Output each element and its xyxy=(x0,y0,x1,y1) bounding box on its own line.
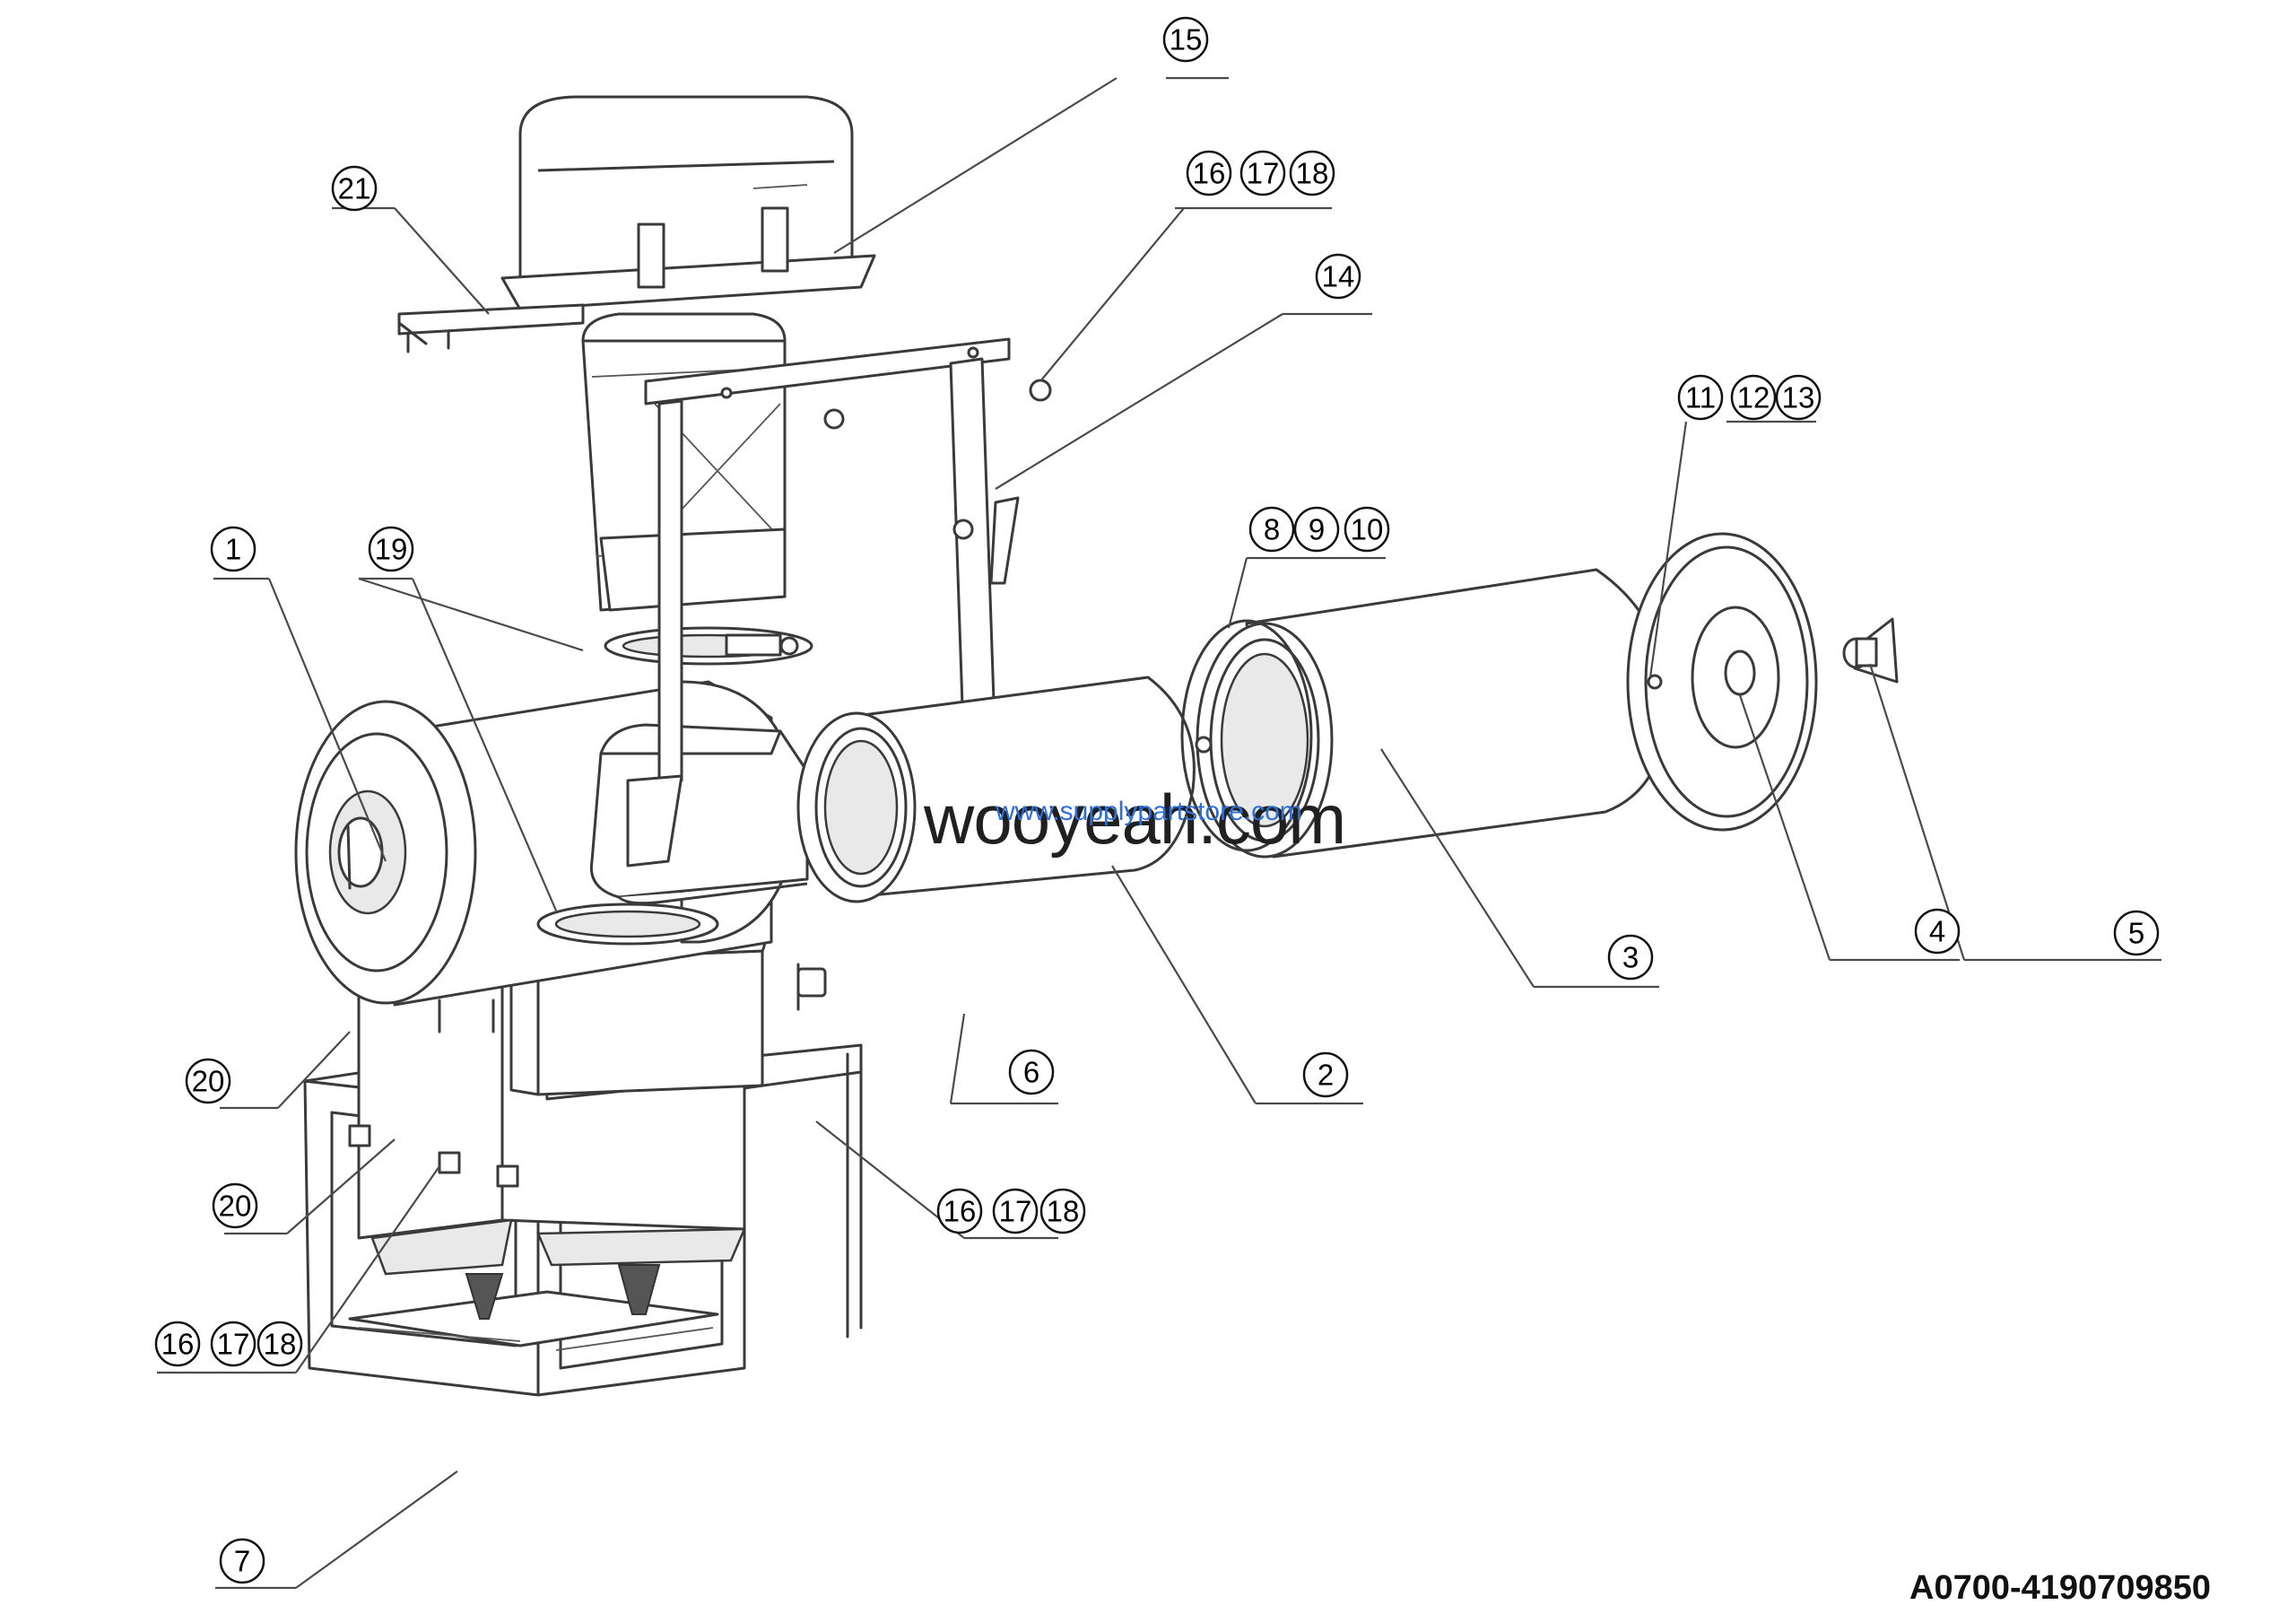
svg-text:11: 11 xyxy=(1685,381,1716,414)
callout-18-top: 18 xyxy=(1289,150,1335,196)
wing-nut xyxy=(1842,617,1899,684)
svg-text:21: 21 xyxy=(338,172,371,205)
callout-1: 1 xyxy=(210,526,257,572)
svg-text:19: 19 xyxy=(375,533,408,566)
callout-2: 2 xyxy=(1302,1051,1349,1098)
drawing-code: A0700-4190709850 xyxy=(1909,1569,2211,1607)
svg-text:18: 18 xyxy=(264,1328,297,1361)
watermark-url: www.supplypartstore.com xyxy=(996,797,1302,826)
callout-12: 12 xyxy=(1730,374,1777,421)
nut-upper-right xyxy=(1029,379,1052,402)
svg-text:16: 16 xyxy=(161,1328,195,1361)
callout-18-middle: 18 xyxy=(1039,1188,1086,1234)
mounting-arm xyxy=(397,303,585,353)
svg-text:13: 13 xyxy=(1782,381,1815,414)
svg-text:4: 4 xyxy=(1929,915,1945,948)
callout-10: 10 xyxy=(1344,506,1390,553)
safety-element xyxy=(796,676,1196,903)
callout-16-left: 16 xyxy=(154,1321,201,1367)
svg-text:1: 1 xyxy=(225,533,241,566)
svg-text:16: 16 xyxy=(1193,157,1226,190)
svg-text:15: 15 xyxy=(1170,23,1203,57)
svg-text:17: 17 xyxy=(1247,157,1280,190)
svg-text:5: 5 xyxy=(2128,917,2144,950)
rain-cap xyxy=(500,95,876,311)
callout-7: 7 xyxy=(219,1538,265,1584)
callout-18-left: 18 xyxy=(257,1321,303,1367)
svg-text:2: 2 xyxy=(1318,1059,1334,1092)
callout-19: 19 xyxy=(368,526,414,572)
svg-text:18: 18 xyxy=(1296,157,1329,190)
svg-text:7: 7 xyxy=(234,1545,250,1578)
svg-text:20: 20 xyxy=(219,1190,252,1223)
svg-text:12: 12 xyxy=(1737,381,1770,414)
callout-17-middle: 17 xyxy=(992,1188,1039,1234)
callout-20-upper: 20 xyxy=(185,1058,231,1104)
o-ring-clip xyxy=(1195,736,1213,754)
nut-upper-middle xyxy=(823,408,845,430)
svg-text:3: 3 xyxy=(1622,941,1639,974)
callout-16-top: 16 xyxy=(1186,150,1232,196)
svg-text:8: 8 xyxy=(1264,513,1280,546)
callout-14: 14 xyxy=(1315,253,1361,300)
callout-15: 15 xyxy=(1162,16,1209,63)
svg-text:6: 6 xyxy=(1023,1056,1039,1089)
support-bracket xyxy=(626,337,1020,868)
clamp-ring xyxy=(604,626,813,666)
callout-20-lower: 20 xyxy=(212,1182,258,1229)
main-filter-element xyxy=(1196,568,1670,859)
svg-text:18: 18 xyxy=(1047,1195,1080,1228)
watermark-main: wooyeah.com xyxy=(924,780,1346,859)
upper-duct xyxy=(581,312,787,612)
svg-text:16: 16 xyxy=(944,1195,977,1228)
o-ring xyxy=(1180,619,1313,852)
svg-text:17: 17 xyxy=(999,1195,1032,1228)
callout-9: 9 xyxy=(1293,506,1340,553)
svg-text:9: 9 xyxy=(1309,513,1325,546)
svg-text:17: 17 xyxy=(217,1328,250,1361)
callout-8: 8 xyxy=(1248,506,1295,553)
callout-21: 21 xyxy=(331,165,378,212)
svg-text:20: 20 xyxy=(192,1065,225,1098)
callout-13: 13 xyxy=(1775,374,1822,421)
svg-text:10: 10 xyxy=(1351,513,1384,546)
callout-3: 3 xyxy=(1607,934,1654,981)
callout-17-top: 17 xyxy=(1239,150,1286,196)
callout-16-middle: 16 xyxy=(936,1188,983,1234)
svg-text:14: 14 xyxy=(1322,260,1355,293)
callout-17-left: 17 xyxy=(210,1321,257,1367)
callout-4: 4 xyxy=(1914,908,1961,955)
callout-11: 11 xyxy=(1677,374,1724,421)
callout-5: 5 xyxy=(2113,910,2160,956)
callout-6: 6 xyxy=(1008,1049,1055,1095)
end-cover xyxy=(1626,532,1818,832)
